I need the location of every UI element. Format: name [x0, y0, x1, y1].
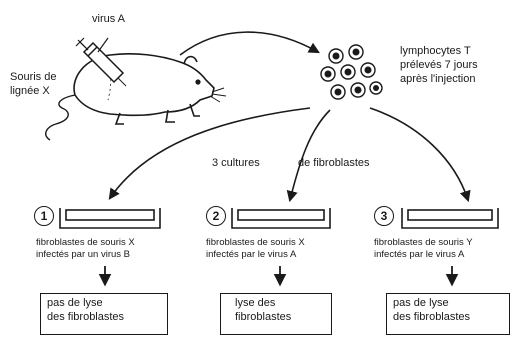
culture-2-description-line-2: infectés par le virus A	[206, 250, 296, 260]
culture-3-description-line-2: infectés par le virus A	[374, 250, 464, 260]
culture-2-description-line-1: fibroblastes de souris X	[206, 238, 305, 248]
lymphocytes-label-line-3: après l'injection	[400, 74, 475, 86]
lymphocytes-label-line-2: prélevés 7 jours	[400, 60, 478, 72]
culture-3-result-line-2: des fibroblastes	[393, 311, 503, 325]
cultures-label-part-1: 3 cultures	[212, 158, 260, 170]
virus-label: virus A	[92, 14, 125, 26]
cultures-label-part-2: de fibroblastes	[298, 158, 370, 170]
mouse-label-line-1: Souris de	[10, 72, 56, 84]
culture-dish-3	[402, 208, 498, 228]
arrow-to-culture-2	[290, 110, 330, 200]
culture-1-description-line-1: fibroblastes de souris X	[36, 238, 135, 248]
lymphocytes-label-line-1: lymphocytes T	[400, 46, 471, 58]
culture-2-result-line-1: lyse des	[235, 297, 325, 311]
culture-3-description-line-1: fibroblastes de souris Y	[374, 238, 473, 248]
culture-2-result-line-2: fibroblastes	[235, 311, 325, 325]
culture-dish-1	[60, 208, 160, 228]
culture-1-description-line-2: infectés par un virus B	[36, 250, 130, 260]
culture-3-result-line-1: pas de lyse	[393, 297, 503, 311]
culture-1-result-line-1: pas de lyse	[47, 297, 161, 311]
culture-number-2: 2	[206, 206, 226, 226]
mouse-label-line-2: lignée X	[10, 86, 50, 98]
culture-number-3: 3	[374, 206, 394, 226]
culture-dish-2	[232, 208, 330, 228]
culture-number-1: 1	[34, 206, 54, 226]
lymphocytes-cluster	[321, 45, 382, 99]
arrow-to-culture-3	[370, 108, 468, 200]
virus-pointer-line	[98, 38, 108, 52]
arrow-to-culture-1	[110, 108, 310, 198]
mouse-illustration	[46, 54, 226, 140]
culture-3-result-box: pas de lyse des fibroblastes	[386, 293, 510, 335]
transfer-arrow	[180, 32, 318, 55]
culture-2-result-box: lyse des fibroblastes	[220, 293, 332, 335]
culture-1-result-box: pas de lyse des fibroblastes	[40, 293, 168, 335]
culture-1-result-line-2: des fibroblastes	[47, 311, 161, 325]
